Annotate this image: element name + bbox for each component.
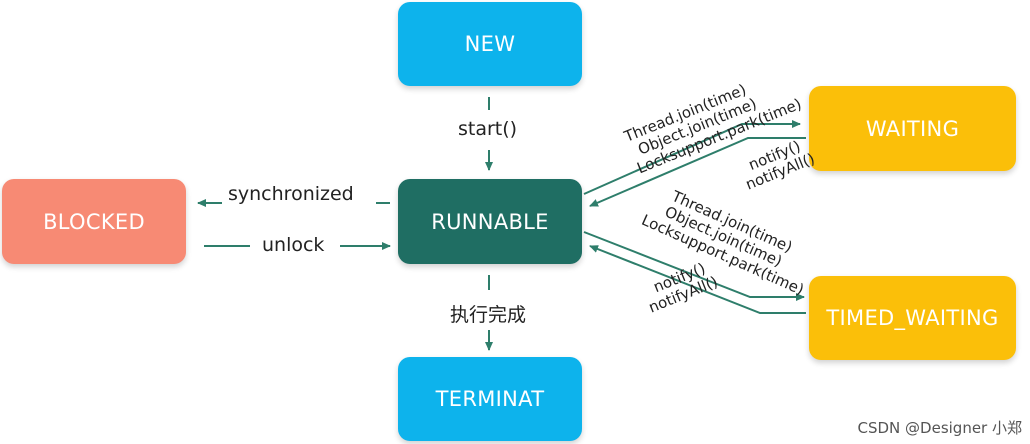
state-terminat-label: TERMINAT	[435, 387, 545, 411]
state-new-label: NEW	[464, 32, 516, 56]
arrow-waiting-to-runnable	[589, 137, 806, 207]
state-timed-waiting: TIMED_WAITING	[809, 276, 1016, 360]
arrow-timed-to-runnable	[589, 245, 806, 314]
state-blocked: BLOCKED	[2, 179, 186, 264]
state-waiting: WAITING	[809, 86, 1016, 171]
state-terminat: TERMINAT	[398, 357, 582, 441]
state-blocked-label: BLOCKED	[43, 209, 145, 234]
state-new: NEW	[398, 2, 582, 86]
edge-label-finish: 执行完成	[450, 304, 527, 326]
edge-label-synchronized: synchronized	[228, 183, 354, 205]
arrow-runnable-to-timed	[583, 231, 805, 301]
state-runnable-label: RUNNABLE	[431, 209, 549, 234]
arrow-runnable-to-waiting	[583, 120, 801, 195]
state-timed-waiting-label: TIMED_WAITING	[826, 306, 999, 330]
edge-label-start: start()	[458, 118, 518, 140]
state-runnable: RUNNABLE	[398, 179, 582, 264]
watermark: CSDN @Designer 小郑	[857, 419, 1023, 437]
state-waiting-label: WAITING	[865, 116, 960, 141]
edge-label-unlock: unlock	[262, 234, 325, 256]
